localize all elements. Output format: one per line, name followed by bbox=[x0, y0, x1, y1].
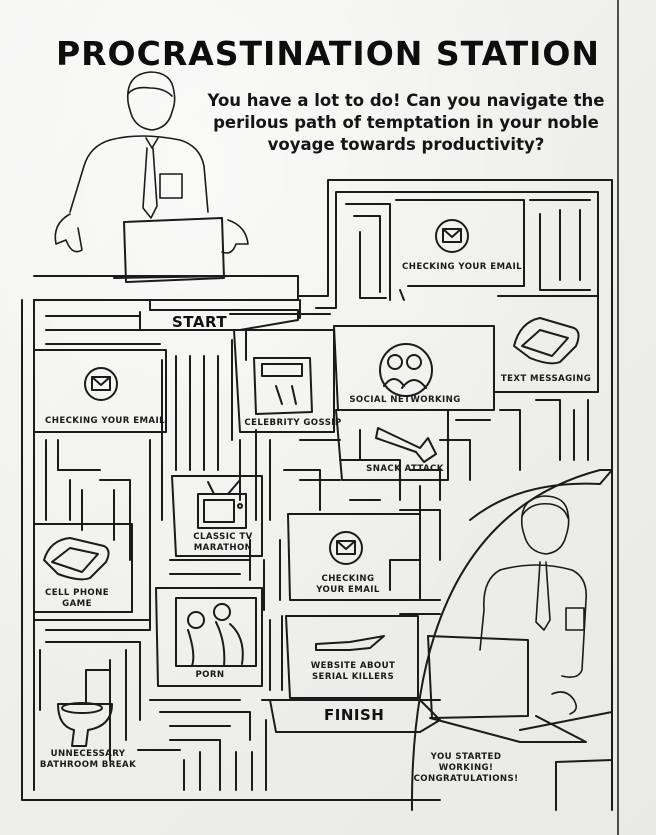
end-message: YOU STARTED WORKING! CONGRATULATIONS! bbox=[413, 752, 519, 784]
label-serial-killers: WEBSITE ABOUT SERIAL KILLERS bbox=[310, 661, 396, 682]
label-celebrity-gossip: CELEBRITY GOSSIP bbox=[244, 418, 342, 428]
smartphone-icon bbox=[43, 537, 110, 581]
finish-arrow bbox=[269, 699, 441, 733]
label-email-top: CHECKING YOUR EMAIL bbox=[402, 262, 522, 272]
worker-figure bbox=[479, 495, 588, 715]
desk-top-left bbox=[33, 275, 299, 301]
finish-label: FINISH bbox=[324, 706, 385, 724]
people-icon bbox=[379, 343, 433, 397]
start-arrow bbox=[139, 299, 299, 331]
label-porn: PORN bbox=[195, 670, 225, 680]
envelope-icon bbox=[84, 367, 118, 401]
start-label: START bbox=[172, 313, 228, 331]
smartphone-icon bbox=[513, 317, 580, 365]
label-email-middle: CHECKING YOUR EMAIL bbox=[316, 574, 380, 595]
label-email-left: CHECKING YOUR EMAIL bbox=[45, 416, 165, 426]
envelope-icon bbox=[435, 219, 469, 253]
couple-icon bbox=[175, 597, 257, 667]
maze-walls bbox=[21, 179, 613, 801]
finish-arc bbox=[410, 469, 613, 811]
label-classic-tv: CLASSIC TV MARATHON bbox=[193, 532, 253, 553]
desk-lower-right bbox=[519, 711, 613, 811]
candy-bar-icon bbox=[375, 427, 437, 463]
label-snack-attack: SNACK ATTACK bbox=[366, 464, 444, 474]
standing-man-figure bbox=[54, 71, 249, 254]
laptop-icon bbox=[427, 635, 587, 743]
knife-icon bbox=[315, 635, 385, 651]
magazine-icon bbox=[253, 357, 313, 415]
label-cell-phone-game: CELL PHONE GAME bbox=[45, 588, 109, 609]
intro-text: You have a lot to do! Can you navigate t… bbox=[207, 91, 605, 154]
label-social-networking: SOCIAL NETWORKING bbox=[349, 395, 461, 405]
label-bathroom-break: UNNECESSARY BATHROOM BREAK bbox=[39, 749, 137, 770]
laptop-icon bbox=[113, 217, 233, 283]
page-title: PROCRASTINATION STATION bbox=[55, 34, 601, 73]
tv-icon bbox=[197, 479, 247, 529]
toilet-icon bbox=[57, 669, 113, 747]
envelope-icon bbox=[329, 531, 363, 565]
label-text-messaging: TEXT MESSAGING bbox=[500, 374, 592, 384]
obstacle-boxes bbox=[33, 199, 599, 699]
